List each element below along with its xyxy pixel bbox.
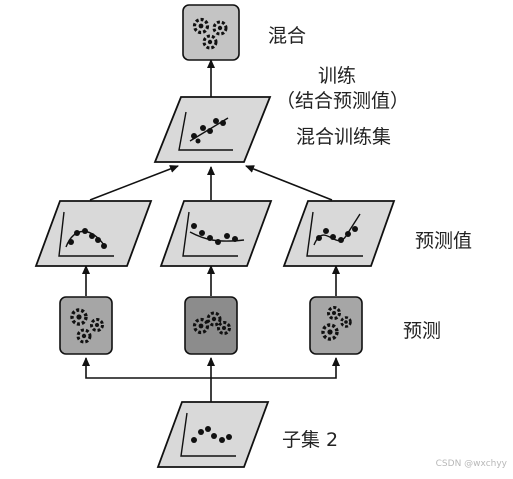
training-label: 训练 (318, 65, 357, 87)
predicted-values-label: 预测值 (415, 230, 473, 252)
predictions-plane-right (282, 200, 396, 267)
training-sublabel: （结合预测值） (276, 90, 410, 112)
arrow-right-plane-to-blend-set (245, 165, 333, 201)
blend-training-set-plane (153, 96, 272, 163)
predict-label: 预测 (403, 320, 442, 342)
gears-icon (321, 306, 352, 341)
gears-icon (70, 308, 104, 344)
predictions-plane-middle (159, 200, 273, 267)
scatter-plot-icon (178, 111, 233, 151)
arrow-left-plane-to-blend-set (89, 165, 179, 201)
scatter-plot-icon (306, 211, 363, 257)
predictions-plane-left (34, 200, 153, 267)
gears-icon (192, 17, 228, 50)
scatter-plot-icon (58, 211, 114, 257)
watermark: CSDN @wxchyy (435, 459, 507, 469)
gears-icon (192, 311, 231, 335)
predictor-box-right (309, 296, 363, 355)
predictor-box-middle (184, 296, 238, 355)
arrow-subset-to-right-predictor (211, 357, 340, 379)
blender-box (182, 4, 240, 61)
predictor-box-left (59, 296, 113, 355)
scatter-plot-icon (180, 412, 236, 457)
blend-training-set-label: 混合训练集 (296, 126, 392, 148)
scatter-plot-icon (182, 211, 245, 257)
subset-2-plane (156, 401, 270, 468)
arrow-subset-to-left-predictor (82, 357, 211, 379)
blender-label: 混合 (268, 25, 307, 47)
subset-label: 子集 2 (282, 429, 339, 451)
